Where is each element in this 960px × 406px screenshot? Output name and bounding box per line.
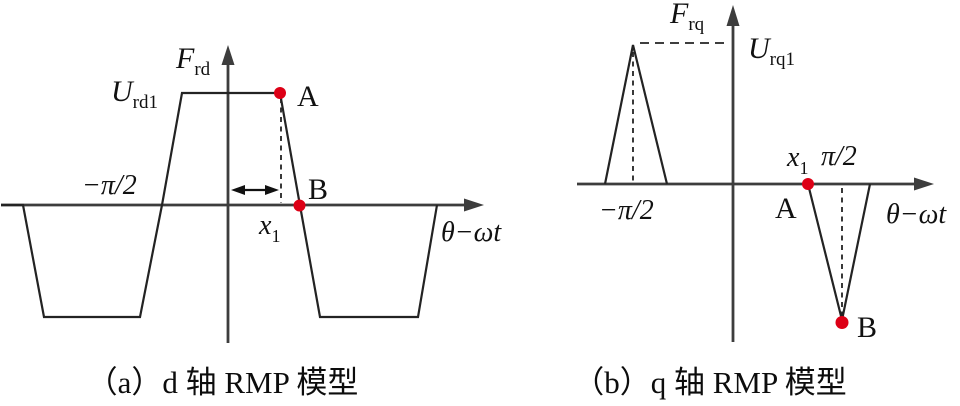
caption-d-axis: （a）d 轴 RMP 模型	[86, 365, 359, 400]
point-b-dot	[835, 316, 849, 329]
x1-width-arrow	[231, 185, 279, 195]
q-axis-plot: Frq Urq1 −π/2 x1 π/2 A B θ−ωt	[577, 0, 947, 344]
y-axis-arrow-icon	[726, 5, 740, 26]
minus-half-pi-label: −π/2	[599, 195, 654, 226]
d-axis-plot: Frd Urd1 −π/2 x1 A B θ−ωt	[1, 42, 502, 343]
point-a-dot	[802, 178, 814, 190]
x-axis-arrow-icon	[464, 198, 484, 212]
x1-label: x1	[258, 210, 280, 246]
y-axis-label: Frd	[175, 42, 211, 80]
half-pi-label: π/2	[821, 141, 857, 172]
amplitude-label: Urq1	[748, 32, 795, 70]
x-axis-label: θ−ωt	[441, 217, 502, 248]
point-b-label: B	[857, 311, 877, 344]
negative-triangle-waveform	[806, 183, 872, 321]
point-b-label: B	[308, 173, 328, 206]
point-a-label: A	[775, 192, 797, 225]
trapezoid-waveform	[1, 91, 439, 319]
figure-svg: Frd Urd1 −π/2 x1 A B θ−ωt	[1, 0, 947, 344]
point-a-dot	[274, 87, 286, 99]
amplitude-label: Urd1	[111, 75, 158, 113]
x-axis-label: θ−ωt	[886, 199, 947, 230]
y-axis-arrow-icon	[221, 45, 235, 65]
point-a-label: A	[297, 80, 319, 113]
y-axis-label: Frq	[669, 0, 705, 35]
caption-q-axis: （b）q 轴 RMP 模型	[573, 365, 847, 400]
positive-triangle-waveform	[603, 44, 669, 185]
x-axis-arrow-icon	[914, 177, 934, 191]
minus-half-pi-label: −π/2	[82, 170, 137, 201]
point-b-dot	[293, 199, 306, 212]
x1-label: x1	[786, 142, 808, 178]
